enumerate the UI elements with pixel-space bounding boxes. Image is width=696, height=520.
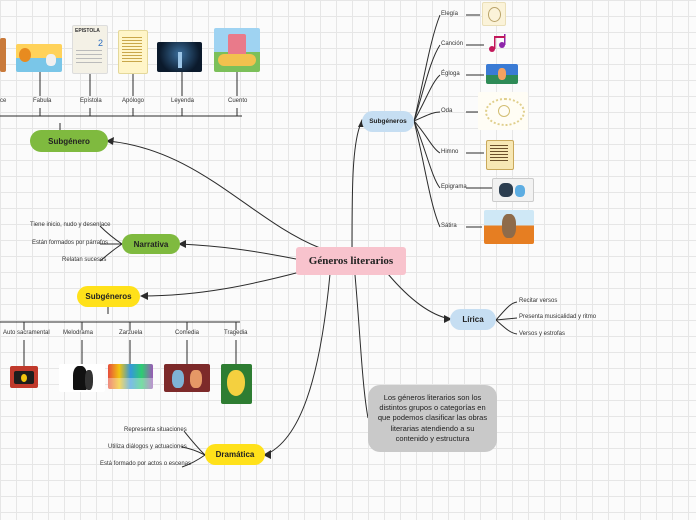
caricature-icon	[502, 214, 516, 238]
link-central-lirica	[387, 273, 451, 320]
oda-thumbnail	[478, 92, 528, 130]
dancer-icon	[85, 370, 93, 390]
definition-note[interactable]: Los géneros literarios son los distintos…	[368, 385, 497, 452]
comedia-thumbnail	[164, 364, 210, 392]
label-leyenda: Leyenda	[171, 98, 195, 104]
sun-eye-icon	[485, 98, 525, 126]
lirica-item-1: Recitar versos	[519, 298, 558, 304]
label-himno: Himno	[441, 149, 459, 155]
subgenero-node[interactable]: Subgénero	[30, 130, 108, 152]
subgeneros-drama-node[interactable]: Subgéneros	[77, 286, 140, 307]
label-epigrama: Epigrama	[441, 184, 467, 190]
dramatica-node[interactable]: Dramática	[205, 444, 265, 465]
label-zarzuela: Zarzuela	[119, 330, 143, 336]
link-central-narrativa	[179, 243, 297, 260]
crowd-icon	[108, 378, 153, 389]
epigrama-thumbnail	[492, 178, 534, 202]
narrativa-item-1: Tiene inicio, nudo y desenlace	[30, 222, 111, 228]
label-comedia: Comedia	[175, 330, 200, 336]
castle-icon	[228, 34, 246, 58]
himno-thumbnail	[486, 140, 514, 170]
scroll-icon	[490, 145, 508, 163]
narrativa-node[interactable]: Narrativa	[122, 234, 180, 254]
clown-icon	[172, 370, 184, 388]
lion-icon	[19, 48, 31, 62]
dramatica-item-1: Representa situaciones	[124, 427, 187, 433]
label-fabula: Fabula	[33, 98, 52, 104]
fabula-thumbnail	[16, 44, 62, 72]
link-central-subgeneros-drama	[141, 271, 301, 297]
pupil-icon	[498, 105, 510, 117]
label-oda: Oda	[441, 108, 453, 114]
label-elegia: Elegía	[441, 11, 459, 17]
rabbit-icon	[46, 54, 56, 66]
lirica-item-2: Presenta musicalidad y ritmo	[519, 314, 597, 320]
music-notes-icon	[489, 34, 506, 52]
dramatica-item-3: Está formado por actos o escenas	[100, 461, 192, 467]
epistola-title: EPISTOLA	[75, 28, 100, 34]
link-central-definition	[354, 274, 369, 419]
subgeneros-lirica-node[interactable]: Subgéneros	[362, 111, 414, 132]
mask-icon	[227, 370, 245, 396]
shepherd-icon	[498, 68, 506, 80]
leyenda-thumbnail	[157, 42, 202, 72]
book-text-icon	[122, 37, 142, 63]
label-apologo: Apólogo	[122, 98, 145, 104]
zarzuela-thumbnail	[108, 364, 153, 389]
face-sketch-icon	[488, 7, 501, 22]
dramatica-item-2: Utiliza diálogos y actuaciones	[108, 444, 187, 450]
link-central-dramatica	[264, 273, 331, 456]
clown-icon-2	[190, 370, 202, 388]
actor-icon	[21, 374, 27, 382]
label-melodrama: Melodrama	[63, 330, 94, 336]
melodrama-thumbnail	[59, 364, 105, 392]
dancers-icon	[73, 366, 87, 390]
figure-blue-icon	[515, 185, 525, 197]
letter-lines-icon	[76, 50, 102, 66]
figure-ink-icon	[499, 183, 513, 197]
characters-icon	[218, 54, 256, 66]
figure-icon	[178, 52, 182, 68]
egloga-thumbnail	[486, 64, 518, 84]
link-central-subgeneros-lirica	[351, 120, 363, 248]
narrativa-item-2: Están formados por párrafos	[32, 240, 109, 246]
auto-sacramental-thumbnail	[10, 366, 38, 388]
label-egloga: Égloga	[441, 71, 460, 77]
label-cuento: Cuento	[228, 98, 248, 104]
link-central-subgenero	[107, 140, 321, 249]
label-auto-sacramental: Auto sacramental	[3, 330, 50, 336]
cancion-thumbnail	[486, 33, 510, 55]
lirica-node[interactable]: Lírica	[450, 309, 496, 330]
partial-label: ce	[0, 98, 7, 104]
partial-thumbnail	[0, 38, 6, 72]
label-satira: Sátira	[441, 223, 457, 229]
epistola-number: 2	[97, 38, 103, 48]
lirica-item-3: Versos y estrofas	[519, 331, 566, 337]
narrativa-item-3: Relatan sucesos	[62, 257, 107, 263]
elegia-thumbnail	[482, 2, 506, 26]
tragedia-thumbnail	[221, 364, 252, 404]
label-epistola: Epístola	[80, 98, 102, 104]
satira-thumbnail	[484, 210, 534, 244]
apologo-thumbnail	[118, 30, 148, 74]
cuento-thumbnail	[214, 28, 260, 72]
central-node[interactable]: Géneros literarios	[296, 247, 406, 275]
label-tragedia: Tragedia	[224, 330, 248, 336]
label-cancion: Canción	[441, 41, 464, 47]
epistola-thumbnail: EPISTOLA 2	[72, 25, 108, 74]
